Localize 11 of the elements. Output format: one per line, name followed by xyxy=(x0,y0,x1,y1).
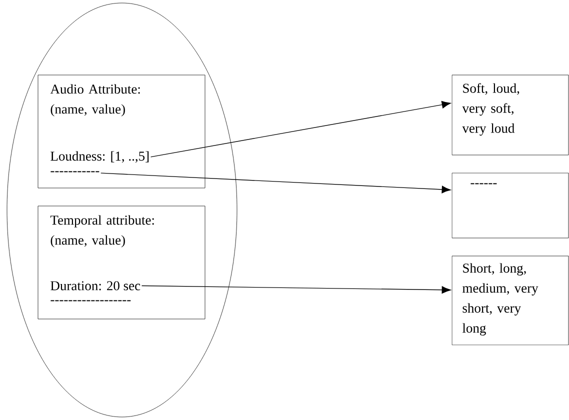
arrow xyxy=(141,285,451,294)
attribute-text: Duration: 20 sec xyxy=(50,281,140,290)
value-box: ------ xyxy=(452,172,569,238)
value-box: Short, long, medium, very short, very long xyxy=(452,256,569,346)
arrow xyxy=(150,101,451,158)
attribute-text: Loudness: [1, ..,5] xyxy=(50,151,149,163)
placeholder-dashes: ------------------ xyxy=(50,300,131,302)
ellipse-outline xyxy=(6,2,238,418)
placeholder-dashes: ----------- xyxy=(50,171,100,172)
value-box: Soft, loud, very soft, very loud xyxy=(452,74,569,156)
arrow xyxy=(100,172,451,194)
